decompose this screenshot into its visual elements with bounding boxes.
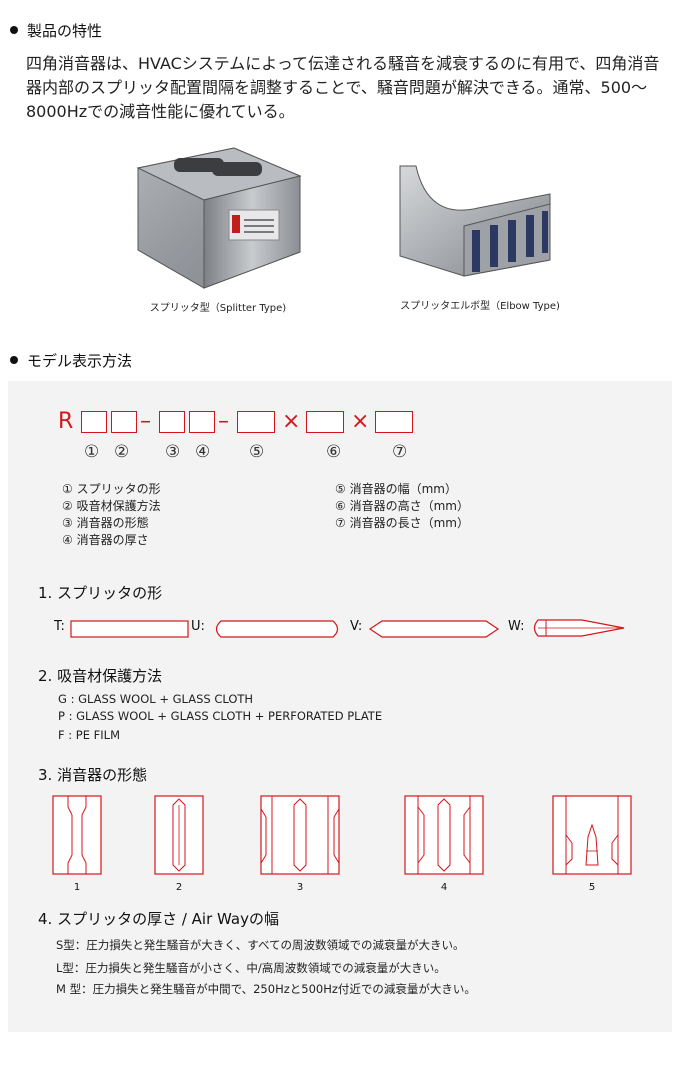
form-number: 1 (73, 882, 81, 893)
code-times: × (282, 409, 301, 434)
splitter-type-caption: スプリッタ型（Splitter Type) (149, 303, 287, 314)
shape-label-v: V: (350, 619, 363, 634)
legend-left: ① スプリッタの形 ② 吸音材保護方法 ③ 消音器の形態 ④ 消音器の厚さ (62, 481, 161, 549)
form-number: 3 (296, 882, 304, 893)
position-marker: ⑤ (249, 442, 265, 462)
silencer-form-2-diagram (154, 795, 204, 875)
model-heading: モデル表示方法 (10, 350, 132, 371)
code-box-1 (81, 411, 107, 433)
bullet-end-shape-icon (533, 619, 625, 637)
position-marker: ② (114, 442, 130, 462)
protection-item: F : PE FILM (58, 728, 120, 742)
position-marker: ④ (195, 442, 211, 462)
legend-item: ① スプリッタの形 (62, 482, 161, 496)
silencer-form-4-diagram (404, 795, 484, 875)
shape-label-t: T: (54, 619, 65, 634)
code-box-2 (111, 411, 137, 433)
silencer-form-1-diagram (52, 795, 102, 875)
legend-item: ⑤ 消音器の幅（mm） (335, 482, 457, 496)
shape-label-w: W: (508, 619, 525, 634)
shape-label-u: U: (191, 619, 205, 634)
position-marker: ③ (165, 442, 181, 462)
features-heading: 製品の特性 (10, 20, 102, 41)
legend-item: ② 吸音材保護方法 (62, 499, 161, 513)
silencer-form-5-diagram (552, 795, 632, 875)
legend-item: ④ 消音器の厚さ (62, 533, 149, 547)
legend-right: ⑤ 消音器の幅（mm） ⑥ 消音器の高さ（mm） ⑦ 消音器の長さ（mm） (335, 481, 469, 532)
elbow-type-caption: スプリッタエルボ型（Elbow Type) (400, 301, 560, 312)
code-box-5 (237, 411, 275, 433)
protection-item: G : GLASS WOOL + GLASS CLOTH (58, 692, 254, 706)
code-box-7 (375, 411, 413, 433)
code-box-3 (159, 411, 185, 433)
code-dash: – (218, 409, 229, 434)
code-box-4 (189, 411, 215, 433)
pointed-end-shape-icon (368, 620, 500, 638)
thickness-item: M 型：圧力損失と発生騒音が中間で、250Hzと500Hz付近での減衰量が大きい… (56, 982, 476, 996)
bullet-icon (10, 355, 18, 364)
position-marker: ⑦ (392, 442, 408, 462)
legend-item: ⑥ 消音器の高さ（mm） (335, 499, 469, 513)
form-number: 2 (175, 882, 183, 893)
code-dash: – (140, 409, 151, 434)
section-2-title: 2. 吸音材保護方法 (38, 667, 163, 685)
code-prefix: R (58, 409, 74, 434)
thickness-item: S型：圧力損失と発生騒音が大きく、すべての周波数領域での減衰量が大きい。 (56, 938, 465, 952)
bullet-icon (10, 25, 18, 34)
legend-item: ⑦ 消音器の長さ（mm） (335, 516, 469, 530)
section-3-title: 3. 消音器の形態 (38, 766, 148, 784)
thickness-item: L型：圧力損失と発生騒音が小さく、中/高周波数領域での減衰量が大きい。 (56, 961, 446, 975)
section-4-title: 4. スプリッタの厚さ / Air Wayの幅 (38, 910, 279, 928)
form-number: 4 (440, 882, 448, 893)
code-times: × (351, 409, 370, 434)
splitter-type-photo (134, 140, 302, 292)
rectangle-shape-icon (70, 620, 189, 638)
form-number: 5 (588, 882, 596, 893)
elbow-type-photo (398, 160, 552, 280)
code-box-6 (306, 411, 344, 433)
legend-item: ③ 消音器の形態 (62, 516, 149, 530)
position-marker: ⑥ (326, 442, 342, 462)
rounded-end-shape-icon (215, 620, 339, 638)
section-1-title: 1. スプリッタの形 (38, 584, 163, 602)
silencer-form-3-diagram (260, 795, 340, 875)
features-description: 四角消音器は、HVACシステムによって伝達される騒音を減衰するのに有用で、四角消… (26, 54, 660, 121)
position-marker: ① (84, 442, 100, 462)
protection-item: P : GLASS WOOL + GLASS CLOTH + PERFORATE… (58, 709, 383, 723)
model-panel: R – – × × ① ② ③ ④ ⑤ ⑥ ⑦ ① スプリッタの形 ② 吸音材保… (8, 381, 672, 1032)
